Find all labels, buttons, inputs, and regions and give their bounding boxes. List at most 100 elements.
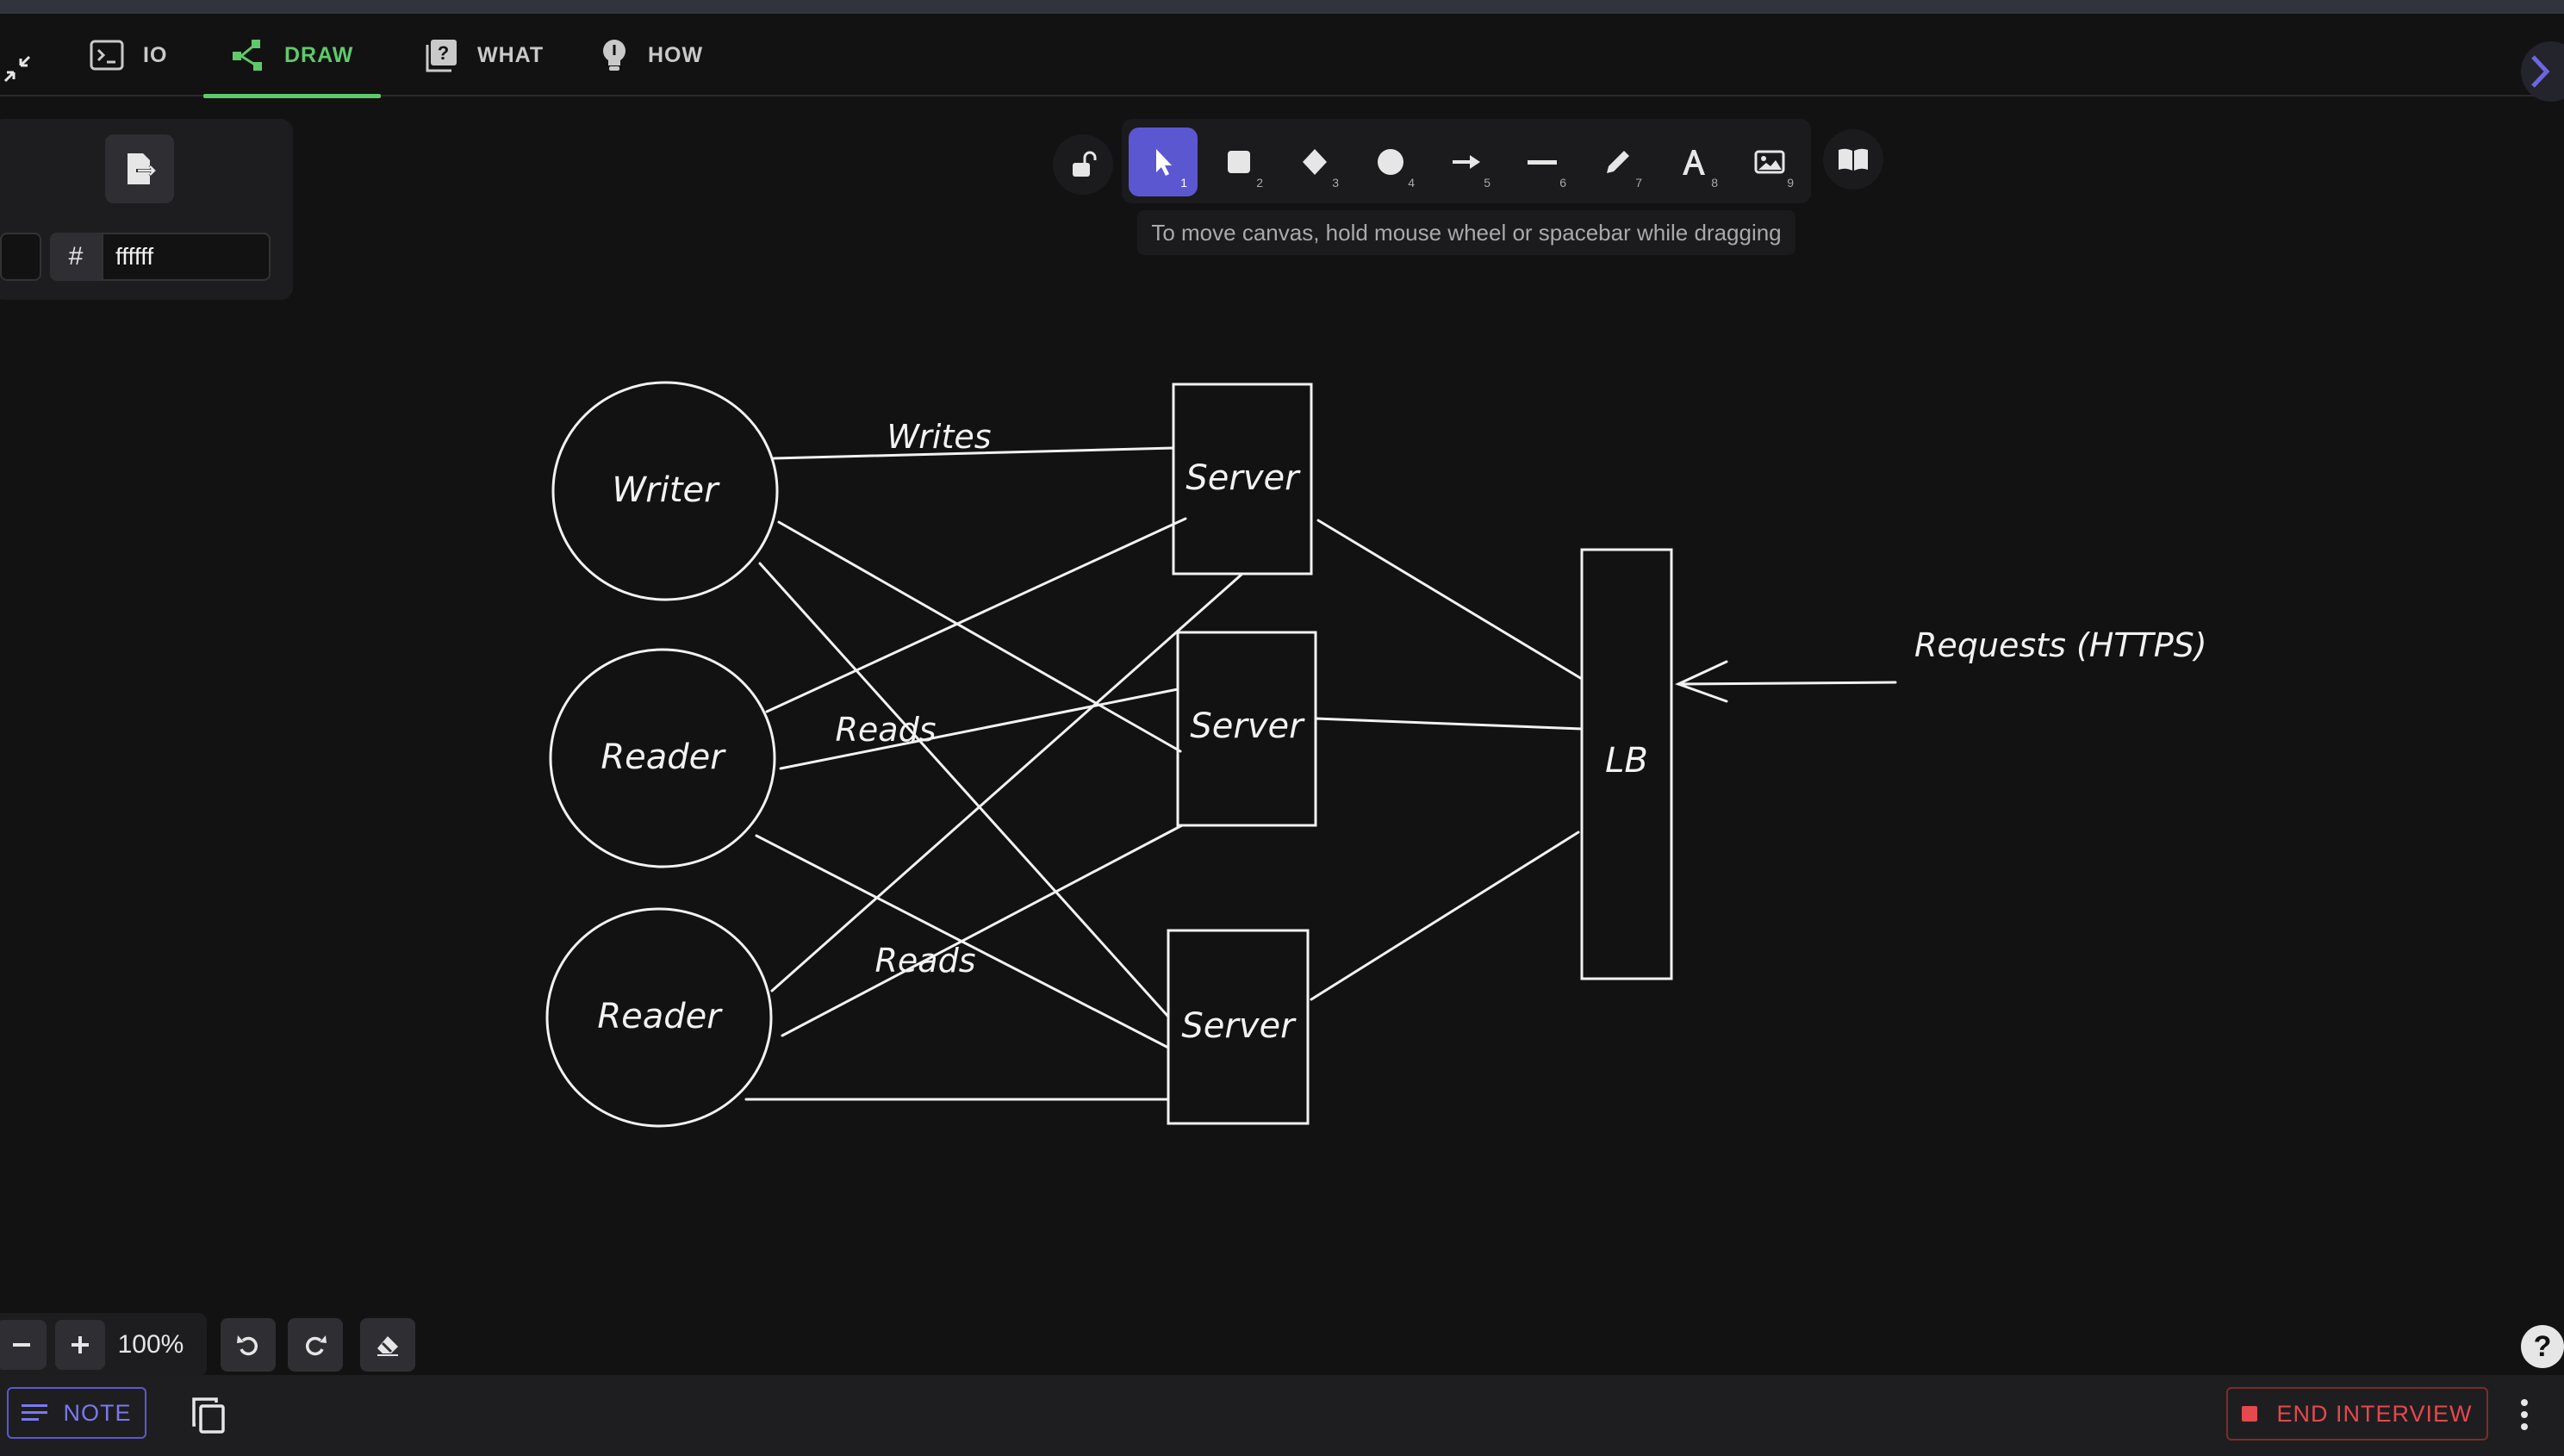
pencil-icon <box>1607 151 1629 173</box>
notes-icon <box>22 1404 48 1421</box>
zoom-controls: 100% <box>0 1313 207 1377</box>
minus-icon <box>13 1343 30 1347</box>
tab-draw-label: DRAW <box>284 42 354 67</box>
zoom-in-button[interactable] <box>55 1320 105 1370</box>
lb-node[interactable] <box>1580 548 1673 980</box>
server-node[interactable] <box>1167 929 1310 1125</box>
edge[interactable] <box>758 562 1170 1018</box>
tab-how-label: HOW <box>648 42 704 67</box>
diagram-icon <box>233 40 262 71</box>
edge[interactable] <box>1314 717 1584 731</box>
eraser-icon <box>377 1336 398 1356</box>
bottom-bar: NOTE END INTERVIEW <box>0 1375 2564 1456</box>
copy-button[interactable] <box>184 1391 233 1439</box>
rectangle-tool[interactable]: 2 <box>1204 128 1273 196</box>
server-label: Server <box>1190 706 1305 746</box>
tab-what[interactable]: ? WHAT <box>396 14 571 96</box>
stop-icon <box>2242 1406 2258 1422</box>
edge[interactable] <box>777 520 1182 753</box>
terminal-icon <box>90 40 124 71</box>
expand-panel-button[interactable] <box>2521 41 2564 102</box>
line-icon <box>1528 160 1557 165</box>
lb-label: LB <box>1605 741 1648 781</box>
zoom-out-button[interactable] <box>0 1320 47 1370</box>
tool-key: 3 <box>1332 176 1339 190</box>
color-swatch[interactable] <box>0 233 41 281</box>
redo-button[interactable] <box>288 1318 343 1372</box>
undo-button[interactable] <box>221 1318 276 1372</box>
note-button[interactable]: NOTE <box>7 1387 146 1439</box>
export-button[interactable] <box>105 134 174 203</box>
zoom-level[interactable]: 100% <box>117 1330 184 1359</box>
plus-icon <box>72 1336 89 1353</box>
hex-prefix: # <box>50 233 102 281</box>
line-tool[interactable]: 6 <box>1508 128 1577 196</box>
question-book-icon: ? <box>426 40 457 72</box>
collapse-icon[interactable] <box>0 52 34 86</box>
text-tool[interactable]: 8 <box>1659 128 1728 196</box>
tool-key: 5 <box>1484 176 1490 190</box>
writes-label: Writes <box>887 418 991 456</box>
hex-color-input[interactable] <box>102 233 271 281</box>
reader-node[interactable] <box>545 907 773 1128</box>
drawing-toolbar: 1 2 3 4 5 6 7 8 9 <box>1122 119 1811 203</box>
lock-button[interactable] <box>1053 134 1113 195</box>
tool-key: 9 <box>1787 176 1794 190</box>
server-node[interactable] <box>1176 631 1317 827</box>
edge[interactable] <box>765 517 1187 713</box>
text-icon <box>1683 150 1705 175</box>
image-tool[interactable]: 9 <box>1735 128 1804 196</box>
clear-canvas-button[interactable] <box>360 1318 415 1372</box>
diamond-tool[interactable]: 3 <box>1280 128 1349 196</box>
image-icon <box>1754 150 1785 174</box>
chevron-right-icon <box>2531 55 2550 88</box>
edge[interactable] <box>772 446 1175 460</box>
writer-node[interactable] <box>551 381 779 601</box>
help-icon[interactable]: ? <box>2521 1325 2564 1368</box>
tab-bar: IO DRAW ? WHAT HOW <box>0 14 2564 102</box>
reads-label: Reads <box>836 711 937 749</box>
server-label: Server <box>1186 458 1301 498</box>
draw-tool[interactable]: 7 <box>1584 128 1652 196</box>
arrowhead <box>1675 660 1728 703</box>
end-interview-label: END INTERVIEW <box>2276 1400 2473 1427</box>
library-button[interactable] <box>1823 129 1883 190</box>
redo-icon <box>306 1335 327 1356</box>
tab-io-label: IO <box>143 42 168 67</box>
edge[interactable] <box>770 572 1244 992</box>
arrow-icon <box>1453 155 1480 169</box>
window-top-strip <box>0 0 2564 14</box>
properties-panel: # <box>0 119 293 300</box>
note-label: NOTE <box>63 1399 132 1426</box>
undo-icon <box>237 1335 258 1356</box>
tab-draw[interactable]: DRAW <box>203 14 382 98</box>
svg-text:?: ? <box>438 42 450 64</box>
edge[interactable] <box>779 688 1179 770</box>
cursor-icon <box>1156 149 1172 176</box>
selection-tool[interactable]: 1 <box>1129 128 1198 196</box>
writer-label: Writer <box>612 470 720 510</box>
edge[interactable] <box>1316 519 1584 681</box>
requests-arrow[interactable] <box>1677 681 1897 686</box>
rectangle-icon <box>1228 151 1250 173</box>
reader-node[interactable] <box>549 648 776 868</box>
arrow-tool[interactable]: 5 <box>1432 128 1501 196</box>
tool-key: 7 <box>1635 176 1642 190</box>
canvas-hint: To move canvas, hold mouse wheel or spac… <box>1137 210 1795 255</box>
tool-key: 8 <box>1711 176 1718 190</box>
lightbulb-icon <box>603 40 625 71</box>
tab-how[interactable]: HOW <box>572 14 731 96</box>
more-options-icon[interactable] <box>2509 1391 2540 1439</box>
edge[interactable] <box>781 824 1184 1037</box>
requests-label: Requests (HTTPS) <box>1914 626 2207 664</box>
reader-label: Reader <box>601 737 726 777</box>
book-open-icon <box>1839 148 1868 171</box>
reads-label: Reads <box>875 942 976 980</box>
edge[interactable] <box>1310 831 1580 1001</box>
diamond-icon <box>1303 149 1327 175</box>
end-interview-button[interactable]: END INTERVIEW <box>2226 1387 2488 1440</box>
ellipse-tool[interactable]: 4 <box>1356 128 1425 196</box>
tab-io[interactable]: IO <box>62 14 195 96</box>
tool-key: 4 <box>1408 176 1415 190</box>
